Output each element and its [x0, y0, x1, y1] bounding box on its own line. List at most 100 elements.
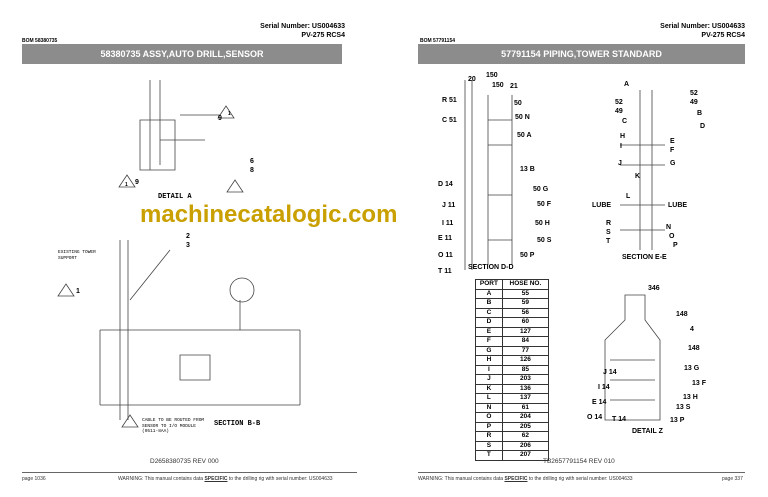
callout: 13 P [670, 417, 685, 424]
callout: 6 [250, 158, 254, 165]
callout: B [697, 110, 703, 117]
callout: 20 [468, 76, 476, 83]
callout: I 11 [442, 220, 454, 227]
hose-number: 56 [501, 307, 550, 318]
callout: 1 [76, 288, 80, 295]
callout: E 11 [438, 235, 453, 242]
warning-post: to the drilling rig with serial number: … [227, 476, 333, 482]
hose-number: 55 [501, 288, 550, 299]
section-dd-label: SECTION D-D [468, 264, 514, 271]
callout: R [606, 220, 612, 227]
model: PV-275 RCS4 [701, 32, 745, 39]
hose-number: 137 [501, 393, 550, 404]
bom-number: BOM 58380735 [22, 38, 58, 44]
callout: 9 [218, 115, 222, 122]
callout: 1 [125, 182, 128, 188]
callout: 49 [615, 108, 623, 115]
callout: T 11 [438, 268, 452, 275]
hose-number: 59 [501, 298, 550, 309]
warning-text: WARNING: This manual contains data SPECI… [418, 476, 633, 482]
callout: O 14 [587, 414, 603, 421]
section-bb-label: SECTION B-B [214, 420, 261, 428]
callout: S [606, 229, 611, 236]
callout: K [635, 173, 641, 180]
port: G [475, 345, 503, 356]
existing-tower-note: EXISTING TOWER SUPPORT [58, 250, 96, 261]
port: R [475, 431, 503, 442]
hose-number: 61 [501, 402, 550, 413]
hose-number: 127 [501, 326, 550, 337]
hose-number: 77 [501, 345, 550, 356]
port: N [475, 402, 503, 413]
detail-z-drawing [604, 294, 661, 421]
callout: I [620, 143, 622, 150]
callout: N [666, 224, 672, 231]
detail-z-label: DETAIL Z [632, 428, 663, 435]
callout: 9 [135, 179, 139, 186]
callout: D 14 [438, 181, 453, 188]
port: D [475, 317, 503, 328]
callout: 50 N [515, 114, 530, 121]
callout: 2 [186, 233, 190, 240]
callout: 13 F [692, 380, 707, 387]
bom-number: BOM 57791154 [420, 38, 456, 44]
warning-emphasis: SPECIFIC [204, 476, 228, 482]
callout: 346 [648, 285, 660, 292]
hose-number: 207 [501, 450, 550, 461]
port: P [475, 421, 503, 432]
port: O [475, 412, 503, 423]
callout: 50 S [537, 237, 552, 244]
callout: C 51 [442, 117, 457, 124]
port: S [475, 440, 503, 451]
hose-number: 126 [501, 355, 550, 366]
callout: 13 G [684, 365, 700, 372]
port: B [475, 298, 503, 309]
section-bb-drawing [57, 240, 301, 428]
callout: D [700, 123, 706, 130]
callout: G [670, 160, 676, 167]
callout: 49 [690, 99, 698, 106]
port: J [475, 374, 503, 385]
cable-note: CABLE TO BE ROUTED FROM SENSOR TO I/O MO… [142, 418, 205, 434]
callout: 13 B [520, 166, 535, 173]
header-hose: HOSE NO. [501, 279, 550, 290]
port: F [475, 336, 503, 347]
callout: 21 [510, 83, 518, 90]
callout: A [624, 81, 630, 88]
callout: P [673, 242, 678, 249]
right-serial-block: Serial Number: US004633 PV-275 RCS4 [590, 22, 745, 40]
left-serial-block: Serial Number: US004633 PV-275 RCS4 [200, 22, 345, 40]
warning-post: to the drilling rig with serial number: … [527, 476, 633, 482]
callout: 13 H [683, 394, 698, 401]
hose-number: 62 [501, 431, 550, 442]
callout: T [606, 238, 611, 245]
hose-number: 204 [501, 412, 550, 423]
callout: C [622, 118, 628, 125]
port: C [475, 307, 503, 318]
callout: 150 [492, 82, 504, 89]
left-page-title: 58380735 ASSY,AUTO DRILL,SENSOR [22, 44, 342, 64]
callout: 4 [690, 326, 694, 333]
callout: 13 S [676, 404, 691, 411]
callout: 1 [228, 111, 231, 117]
hose-number: 85 [501, 364, 550, 375]
warning-pre: WARNING: This manual contains data [118, 476, 205, 482]
hose-number: 205 [501, 421, 550, 432]
callout: H [620, 133, 626, 140]
header-port: PORT [475, 279, 503, 290]
drawing-number: TB2657791154 REV 010 [543, 458, 615, 465]
footer-divider [22, 472, 357, 473]
page-number: page 337 [722, 476, 743, 482]
callout: LUBE [592, 202, 612, 209]
port: L [475, 393, 503, 404]
